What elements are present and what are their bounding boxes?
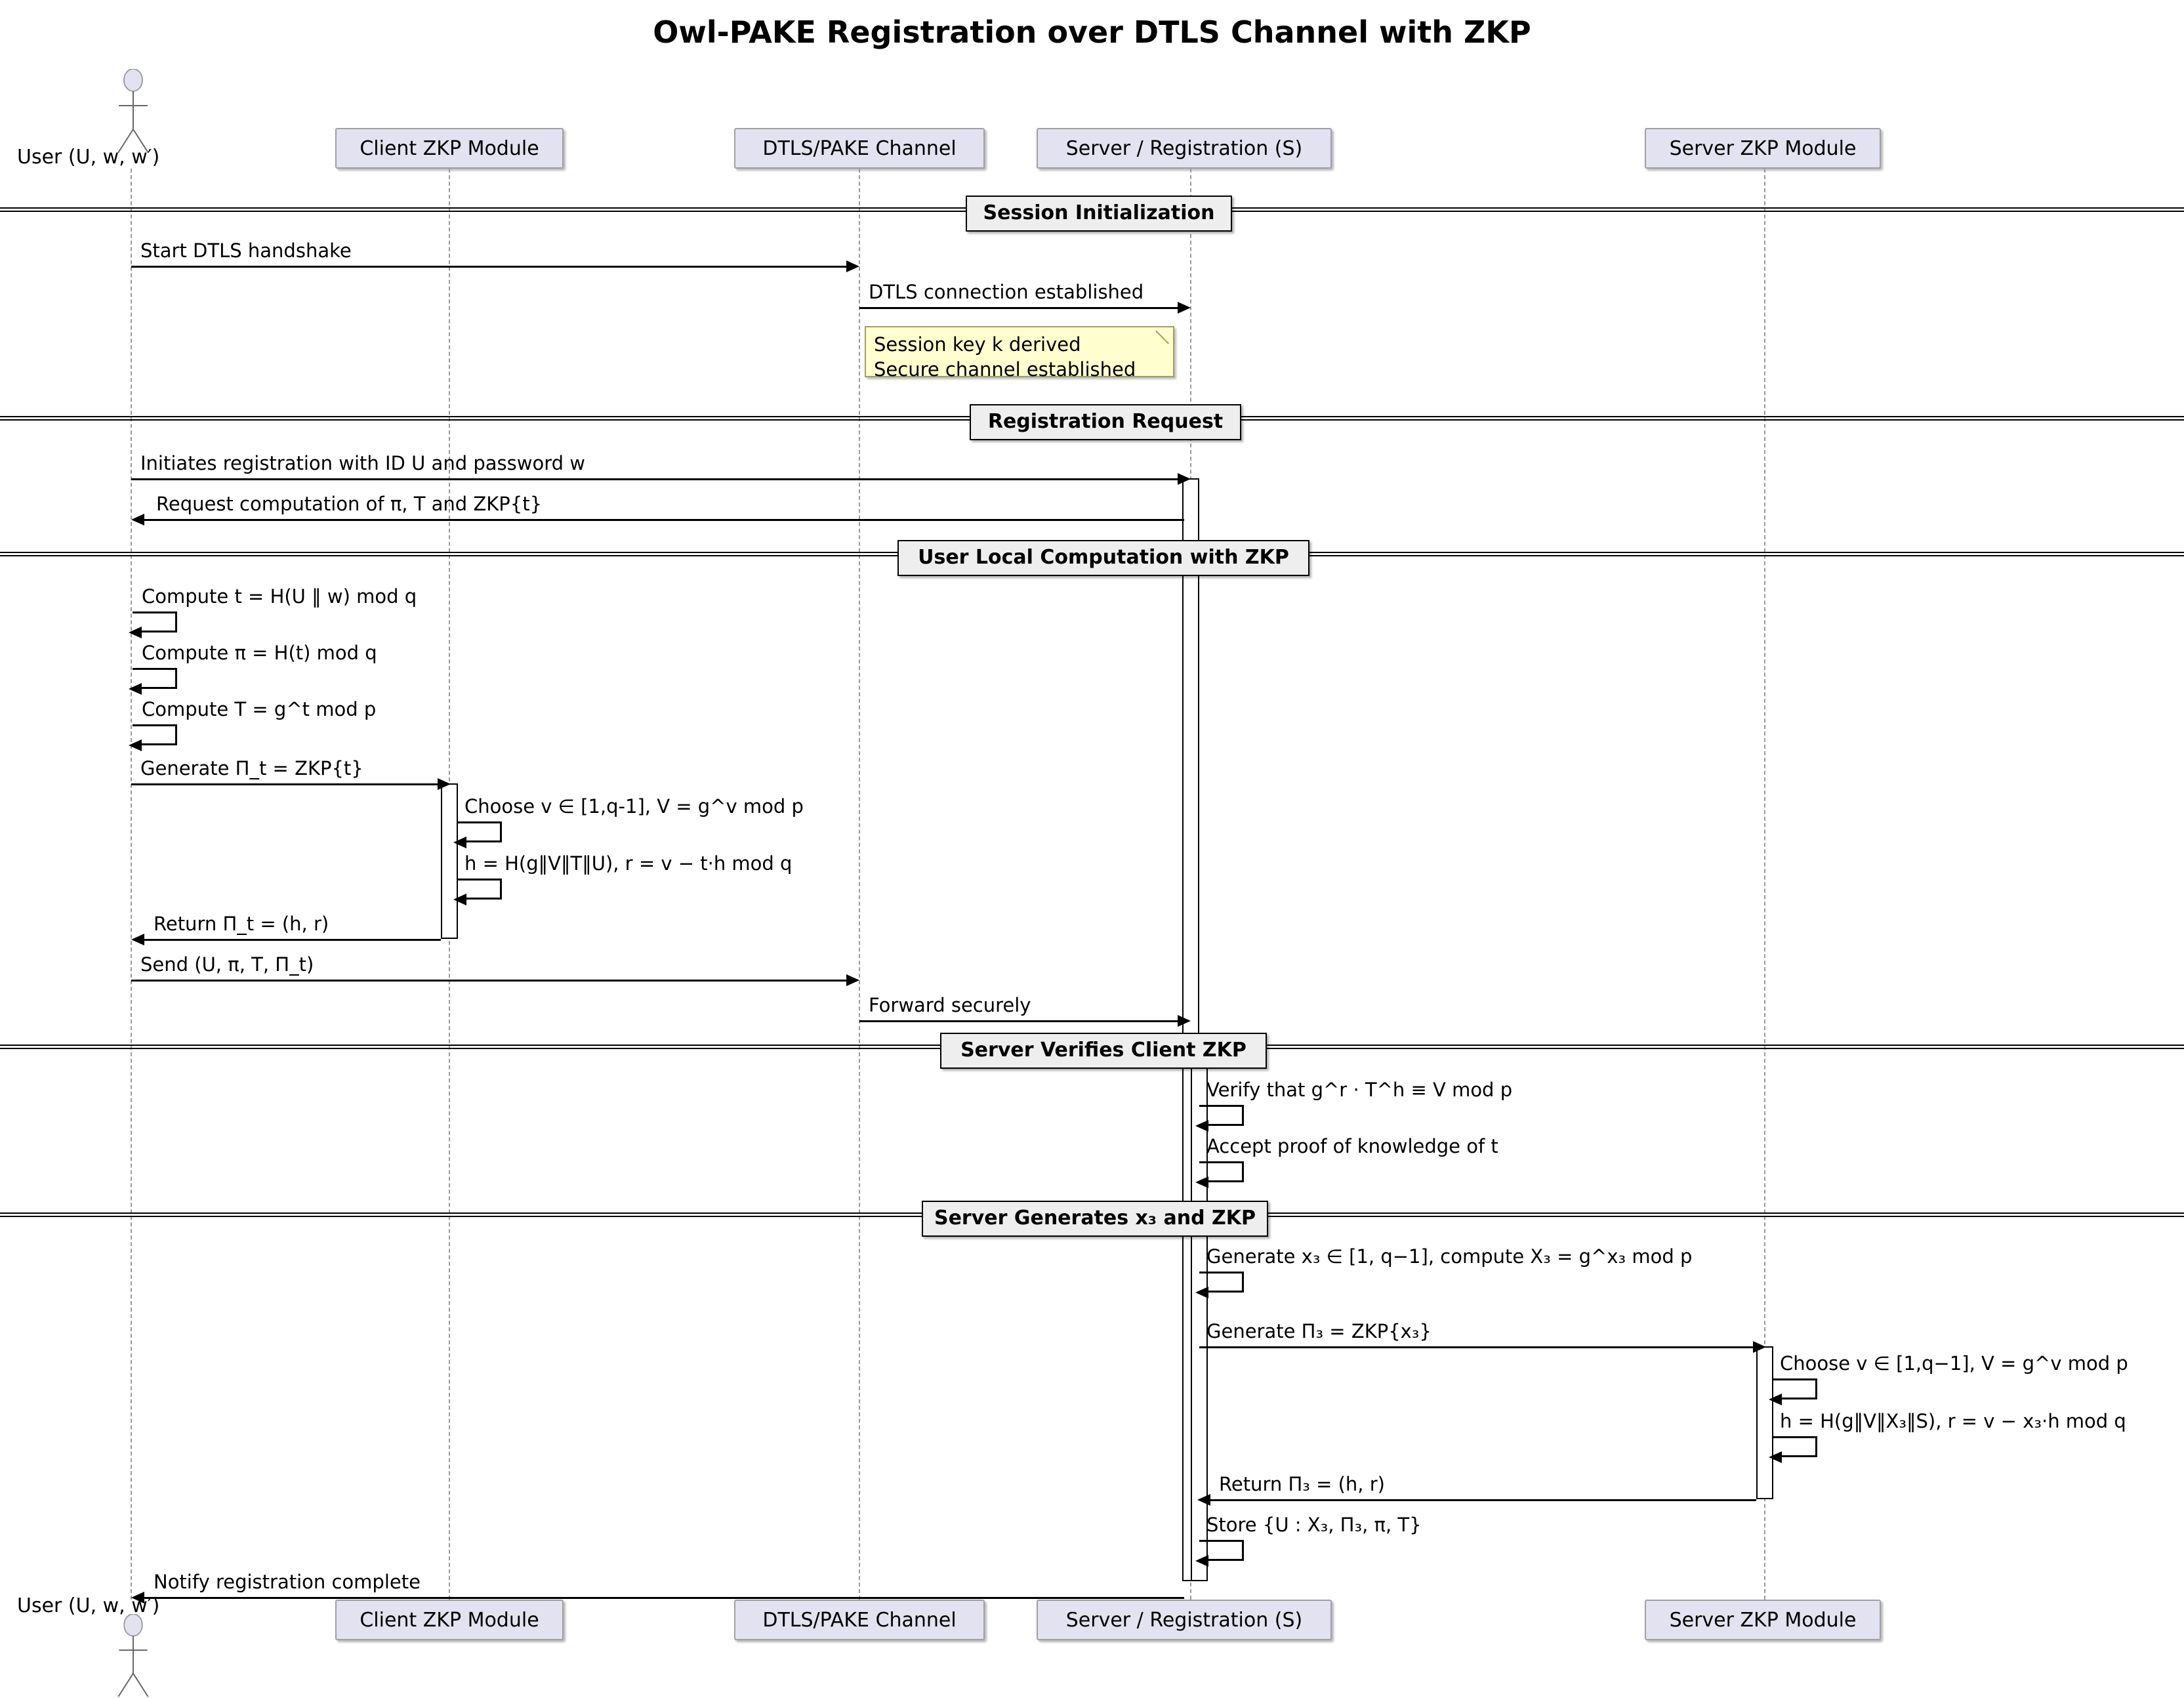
lifeline-user [131,169,132,1600]
diagram-title: Owl-PAKE Registration over DTLS Channel … [653,14,1531,50]
note-line-2: Secure channel established [874,358,1136,381]
message-label: DTLS connection established [869,281,1144,303]
arrow-head-left-icon [1769,1451,1782,1463]
activation-server-zkp [1756,1346,1773,1499]
message-label: Return Π_t = (h, r) [154,913,329,935]
self-message-loop [133,668,177,689]
arrow-head-left-icon [453,894,466,905]
self-message-loop [1773,1378,1817,1399]
arrow-head-left-icon [1197,1494,1210,1506]
note-fold-line-icon [1156,327,1173,344]
arrow-head-left-icon [1195,1176,1208,1188]
group-label-server-generates-x3-zkp: Server Generates x₃ and ZKP [922,1201,1268,1237]
participant-dtls-pake-channel-bottom[interactable]: DTLS/PAKE Channel [734,1600,985,1640]
self-message-loop [1199,1105,1244,1126]
self-message-loop [1773,1436,1817,1457]
message-label: Return Π₃ = (h, r) [1219,1473,1385,1495]
participant-client-zkp-module-top[interactable]: Client ZKP Module [335,128,564,169]
group-label-user-local-computation: User Local Computation with ZKP [897,540,1309,576]
note-session-key: Session key k derived Secure channel est… [865,326,1174,381]
message-arrow-line [859,307,1178,309]
arrow-head-left-icon [131,934,144,945]
message-arrow-line [131,980,846,982]
arrow-head-left-icon [1195,1287,1208,1298]
participant-server-registration-top[interactable]: Server / Registration (S) [1037,128,1332,169]
arrow-head-left-icon [453,837,466,848]
self-message-label: Compute π = H(t) mod q [142,642,377,664]
arrow-head-left-icon [1195,1555,1208,1567]
participant-dtls-pake-channel-top[interactable]: DTLS/PAKE Channel [734,128,985,169]
arrow-head-right-icon [438,778,451,790]
arrow-head-right-icon [1753,1341,1766,1353]
self-message-label: h = H(g‖V‖T‖U), r = v − t·h mod q [464,852,793,875]
arrow-head-left-icon [129,739,142,751]
activation-client-zkp [441,783,458,939]
arrow-head-right-icon [846,260,859,272]
arrow-head-left-icon [129,627,142,638]
message-arrow-line [144,519,1184,521]
message-label: Notify registration complete [154,1571,421,1593]
self-message-loop [1199,1540,1244,1561]
group-label-session-initialization: Session Initialization [966,196,1232,232]
arrow-head-right-icon [1178,302,1191,314]
message-label: Start DTLS handshake [140,239,352,262]
message-label: Generate Π₃ = ZKP{x₃} [1206,1320,1432,1342]
participant-server-registration-bottom[interactable]: Server / Registration (S) [1037,1600,1332,1640]
self-message-loop [133,611,177,632]
arrow-head-left-icon [131,1592,144,1604]
message-arrow-line [131,266,846,268]
actor-label-user-top: User (U, w, w′) [17,146,160,169]
participant-server-zkp-module-bottom[interactable]: Server ZKP Module [1645,1600,1881,1640]
self-message-label: Choose v ∈ [1,q−1], V = g^v mod p [1780,1352,2128,1375]
self-message-loop [457,879,502,900]
arrow-head-left-icon [1769,1394,1782,1405]
group-label-server-verifies-client-zkp: Server Verifies Client ZKP [940,1033,1267,1069]
message-label: Forward securely [869,994,1031,1016]
self-message-loop [1199,1161,1244,1182]
message-arrow-line [859,1020,1178,1022]
arrow-head-left-icon [131,514,144,526]
arrow-head-right-icon [1178,1015,1191,1027]
message-label: Send (U, π, T, Π_t) [140,953,314,976]
self-message-label: Compute T = g^t mod p [142,698,377,720]
message-arrow-line [131,783,438,785]
self-message-loop [133,724,177,745]
arrow-head-left-icon [129,683,142,695]
self-message-label: Compute t = H(U ‖ w) mod q [142,585,417,608]
message-label: Generate Π_t = ZKP{t} [140,757,363,779]
arrow-head-right-icon [846,974,859,986]
arrow-head-right-icon [1178,473,1191,485]
lifeline-channel [859,169,860,1600]
actor-stick-figure-icon-bottom [117,1614,149,1697]
self-message-label: h = H(g‖V‖X₃‖S), r = v − x₃·h mod q [1780,1410,2126,1432]
actor-stick-figure-icon [117,69,149,154]
lifeline-server-zkp [1764,169,1765,1600]
message-arrow-line [144,1597,1184,1599]
message-arrow-line [1210,1499,1756,1501]
arrow-head-left-icon [1195,1120,1208,1132]
participant-client-zkp-module-bottom[interactable]: Client ZKP Module [335,1600,564,1640]
self-message-loop [1199,1272,1244,1293]
self-message-label: Generate x₃ ∈ [1, q−1], compute X₃ = g^x… [1206,1245,1693,1268]
note-line-1: Session key k derived [874,333,1081,356]
message-arrow-line [144,939,441,941]
self-message-label: Verify that g^r · T^h ≡ V mod p [1206,1079,1513,1101]
message-arrow-line [1199,1346,1753,1348]
message-label: Initiates registration with ID U and pas… [140,452,585,474]
self-message-loop [457,821,502,842]
self-message-label: Accept proof of knowledge of t [1206,1135,1498,1157]
message-arrow-line [131,478,1178,480]
message-label: Request computation of π, T and ZKP{t} [156,493,543,515]
self-message-label: Store {U : X₃, Π₃, π, T} [1206,1514,1422,1536]
participant-server-zkp-module-top[interactable]: Server ZKP Module [1645,128,1881,169]
self-message-label: Choose v ∈ [1,q-1], V = g^v mod p [464,795,804,818]
group-label-registration-request: Registration Request [970,404,1241,440]
